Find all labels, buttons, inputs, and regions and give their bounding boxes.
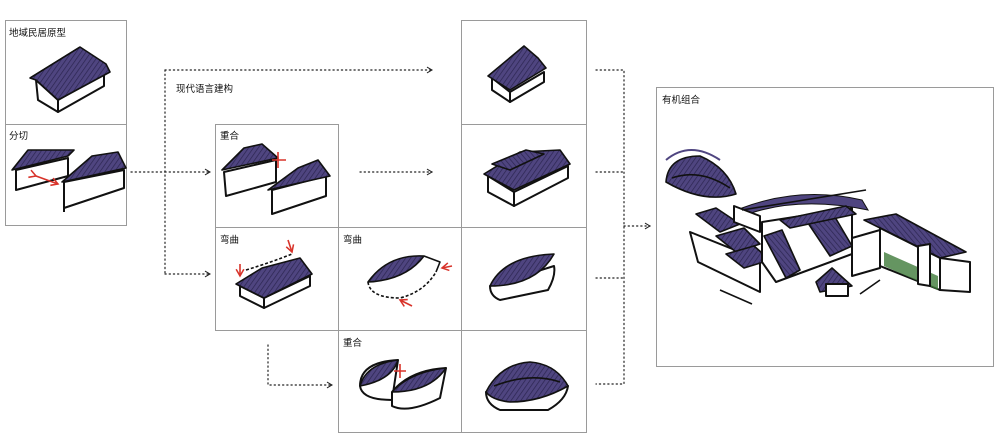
bend-panel-2 — [338, 227, 462, 331]
organic-combination-label: 有机组合 — [662, 95, 701, 106]
bend-house-icon — [235, 239, 313, 309]
overlap-houses-icon — [221, 143, 331, 215]
split-houses-icon — [11, 149, 127, 212]
bend-leaf-icon — [367, 255, 453, 307]
prototype-house-icon — [29, 46, 111, 113]
flow-arrow-bottom — [267, 344, 334, 389]
split-label: 分切 — [9, 131, 29, 142]
flow-bracket — [595, 69, 625, 385]
result-overlap-house-icon — [483, 149, 571, 207]
result-leaf-icon — [489, 253, 556, 301]
result-combined-leaf-icon — [485, 361, 569, 411]
result-house-icon — [487, 45, 547, 103]
overlap-leaves-icon — [359, 359, 447, 410]
prototype-label: 地域民居原型 — [9, 28, 67, 39]
overlap-label-1: 重合 — [220, 131, 240, 142]
flow-arrows — [130, 66, 652, 389]
organic-combination-rendering — [665, 149, 971, 305]
modern-language-label: 现代语言建构 — [176, 84, 234, 95]
overlap-label-2: 重合 — [343, 338, 363, 349]
bend-label-1: 弯曲 — [220, 235, 240, 246]
bend-label-2: 弯曲 — [343, 235, 363, 246]
